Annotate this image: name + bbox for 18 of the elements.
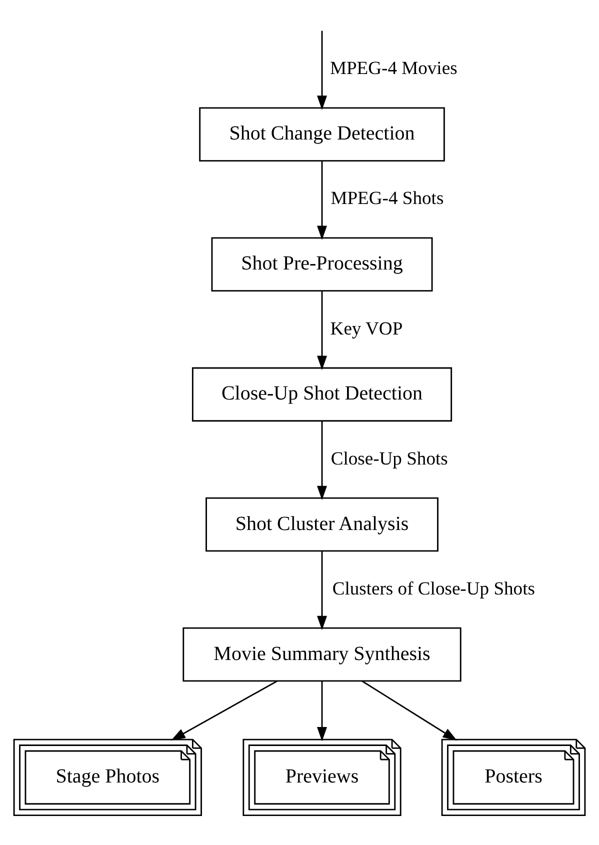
node-box: Close-Up Shot Detection: [192, 367, 452, 422]
node-box: Shot Pre-Processing: [211, 237, 433, 292]
edge-label: MPEG-4 Shots: [330, 188, 444, 210]
node-box: Shot Cluster Analysis: [206, 497, 438, 552]
node-box: Shot Change Detection: [199, 107, 445, 162]
edge-label: MPEG-4 Movies: [330, 58, 458, 80]
edge-label: Close-Up Shots: [330, 448, 448, 470]
arrow: [170, 680, 278, 741]
arrow: [362, 680, 458, 741]
arrow: [317, 681, 328, 742]
arrow: [317, 30, 328, 110]
arrow: [317, 551, 328, 630]
arrow: [317, 290, 328, 370]
edge-label: Key VOP: [330, 318, 403, 340]
edge-label: Clusters of Close-Up Shots: [332, 578, 535, 600]
arrow: [317, 420, 328, 500]
arrow: [317, 160, 328, 240]
node-box: Movie Summary Synthesis: [182, 627, 462, 682]
